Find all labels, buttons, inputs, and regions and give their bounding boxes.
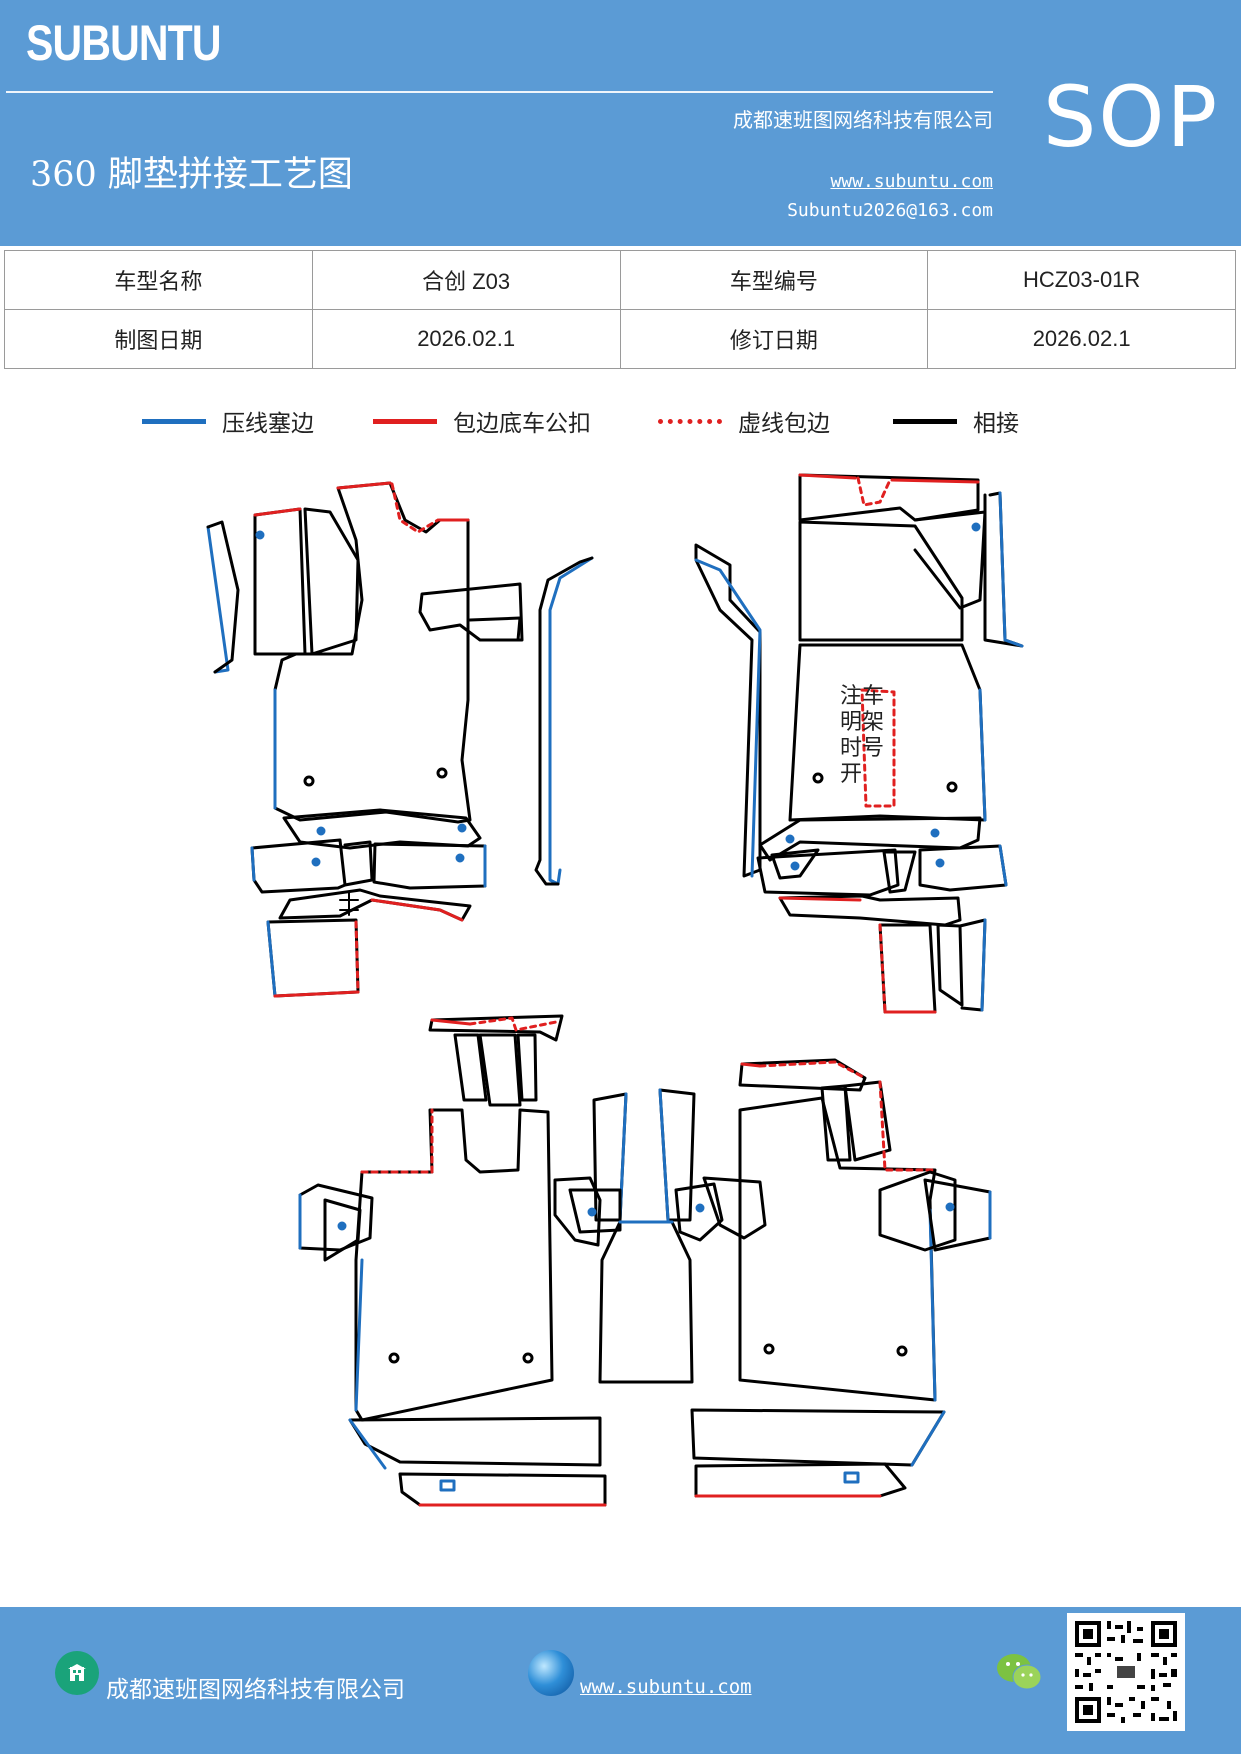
footer-website-link[interactable]: www.subuntu.com (580, 1676, 752, 1698)
model-name-label: 车型名称 (4, 250, 313, 310)
legend-label: 压线塞边 (222, 411, 314, 437)
globe-icon (528, 1650, 574, 1696)
legend-swatch-dashed (658, 418, 722, 424)
legend-label: 虚线包边 (738, 411, 830, 437)
rear-mat-group (298, 1014, 992, 1507)
model-code-label: 车型编号 (619, 250, 929, 310)
legend-swatch-red (373, 418, 437, 424)
legend-item-black: 相接 (893, 404, 1019, 438)
qr-code (1067, 1613, 1185, 1731)
legend-label: 相接 (973, 411, 1019, 437)
footer-company: 成都速班图网络科技有限公司 (106, 1677, 405, 1703)
front-right-mat-group (694, 473, 1024, 1014)
diagram-annotation: 注车明架时号开 (840, 684, 885, 787)
page-title: 360 脚垫拼接工艺图 (30, 155, 353, 195)
revise-date-value: 2026.02.1 (927, 309, 1236, 369)
legend-label: 包边底车公扣 (453, 411, 591, 437)
draw-date-value: 2026.02.1 (311, 309, 621, 369)
header-company: 成都速班图网络科技有限公司 (733, 108, 993, 132)
front-left-mat-group (206, 481, 594, 998)
legend-item-blue: 压线塞边 (142, 404, 314, 438)
info-table: 车型名称 合创 Z03 车型编号 HCZ03-01R 制图日期 2026.02.… (4, 250, 1236, 369)
building-glyph (68, 1664, 86, 1681)
draw-date-label: 制图日期 (4, 309, 313, 369)
doc-type-badge: SOP (1043, 68, 1220, 166)
floor-mat-diagram (206, 473, 1024, 1507)
table-row: 制图日期 2026.02.1 修订日期 2026.02.1 (4, 309, 1236, 369)
brand-logo: SUBUNTU (26, 15, 222, 71)
model-code-value: HCZ03-01R (927, 250, 1236, 310)
header-email[interactable]: Subuntu2026@163.com (787, 200, 993, 221)
legend-swatch-blue (142, 418, 206, 424)
header-website-link[interactable]: www.subuntu.com (830, 171, 993, 192)
legend-item-red: 包边底车公扣 (373, 404, 591, 438)
table-row: 车型名称 合创 Z03 车型编号 HCZ03-01R (4, 250, 1236, 310)
cross-mark (339, 892, 359, 916)
legend-swatch-black (893, 418, 957, 424)
header-divider (6, 91, 993, 93)
model-name-value: 合创 Z03 (311, 250, 621, 310)
wechat-icon[interactable] (994, 1650, 1044, 1694)
building-icon (55, 1651, 99, 1695)
page-header: SUBUNTU 成都速班图网络科技有限公司 360 脚垫拼接工艺图 www.su… (0, 0, 1241, 246)
legend-item-dashed: 虚线包边 (658, 404, 830, 438)
revise-date-label: 修订日期 (619, 309, 929, 369)
